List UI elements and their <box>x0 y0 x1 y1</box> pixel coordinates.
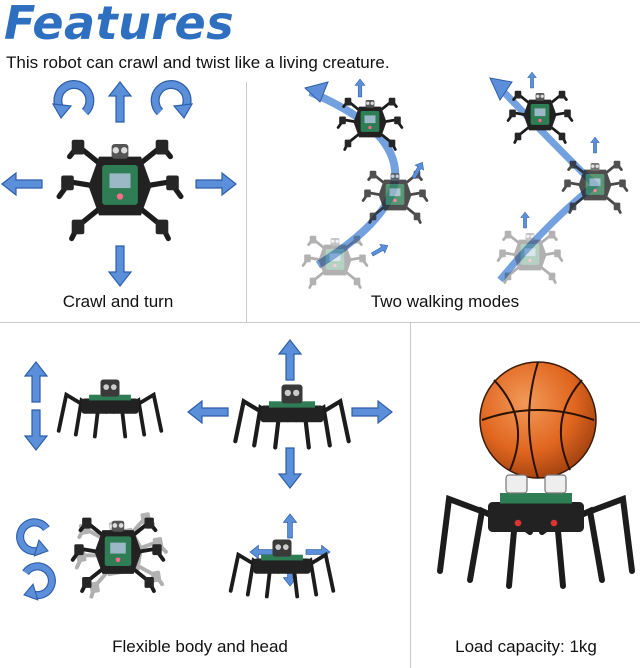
robot-ghost-1 <box>303 236 367 288</box>
walking-caption: Two walking modes <box>370 292 520 311</box>
robot-walking-3 <box>336 96 404 151</box>
crawl-caption: Crawl and turn <box>62 292 174 311</box>
flexible-panel-illustration <box>0 339 393 620</box>
robot-ghost-2 <box>498 231 562 283</box>
arrow-down-icon <box>108 245 132 287</box>
robot-top-view <box>59 140 181 239</box>
basketball <box>479 361 597 479</box>
robot-side-view-3 <box>228 537 336 599</box>
robot-walking-2 <box>361 169 429 224</box>
arrow-left-icon <box>187 400 229 424</box>
arrow-up-icon <box>283 513 297 539</box>
arrow-right-icon <box>195 172 237 196</box>
arrow-down-icon <box>278 447 302 489</box>
load-panel-illustration <box>437 361 635 589</box>
arrow-down-icon <box>24 409 48 451</box>
arrow-up-icon <box>24 361 48 403</box>
rotate-arrow-icon <box>17 520 52 558</box>
load-caption: Load capacity: 1kg <box>455 637 597 656</box>
rotate-right-arrow-icon <box>155 85 192 118</box>
rotate-left-arrow-icon <box>53 85 90 118</box>
walking-panel-illustration <box>250 71 629 292</box>
robot-walking-5 <box>506 89 574 144</box>
divider-horizontal <box>0 322 640 323</box>
page-title: Features <box>4 0 235 50</box>
divider-bottom-vertical <box>410 322 411 668</box>
arrow-up-icon <box>278 339 302 381</box>
rotate-arrow-icon <box>19 564 54 602</box>
arrow-right-icon <box>351 400 393 424</box>
robot-walking-4 <box>561 159 629 214</box>
flexible-caption: Flexible body and head <box>112 637 288 656</box>
arrow-left-icon <box>1 172 43 196</box>
robot-side-view-1 <box>56 377 164 439</box>
divider-top-vertical <box>246 82 247 322</box>
robot-side-view-2 <box>235 385 348 448</box>
crawl-panel-illustration <box>1 76 237 287</box>
robot-carrying-ball <box>437 474 635 589</box>
page-subtitle: This robot can crawl and twist like a li… <box>6 53 390 72</box>
arrow-up-icon <box>108 81 132 123</box>
